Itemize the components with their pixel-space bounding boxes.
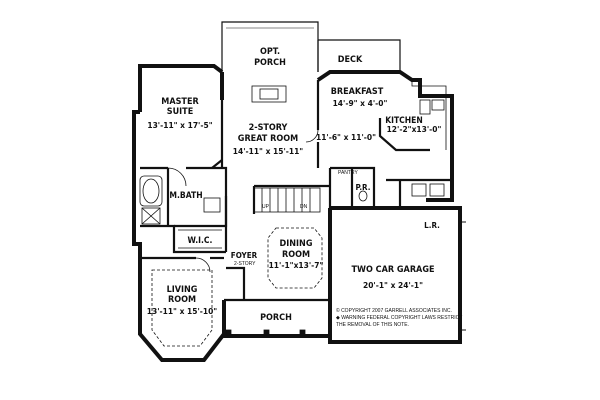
dining-room-label-2: ROOM bbox=[282, 250, 310, 260]
great-room-dims: 14'-11" x 15'-11" bbox=[233, 147, 304, 156]
wic-label: W.I.C. bbox=[188, 236, 213, 246]
master-suite-label-2: SUITE bbox=[167, 107, 193, 117]
nook-dims: 11'-6" x 11'-0" bbox=[316, 133, 376, 142]
garage-door bbox=[460, 221, 466, 331]
master-suite-label-1: MASTER bbox=[161, 97, 199, 107]
copyright-note: © COPYRIGHT 2007 GARRELL ASSOCIATES INC.… bbox=[336, 307, 462, 328]
garage-label: TWO CAR GARAGE bbox=[351, 265, 434, 275]
room-labels: OPT. PORCH DECK BREAKFAST 14'-9" x 4'-0"… bbox=[147, 47, 442, 323]
master-bath-label: M.BATH bbox=[169, 191, 202, 201]
garage-dims: 20'-1" x 24'-1" bbox=[363, 281, 423, 290]
stair-down-label: DN bbox=[300, 204, 308, 210]
powder-room-label: P.R. bbox=[356, 183, 371, 192]
copyright-line-1: © COPYRIGHT 2007 GARRELL ASSOCIATES INC. bbox=[336, 307, 452, 314]
living-room-label-1: LIVING bbox=[167, 285, 198, 295]
breakfast-label: BREAKFAST bbox=[331, 87, 384, 97]
deck-outline bbox=[317, 39, 401, 72]
stair-up-label: UP bbox=[262, 204, 270, 210]
kitchen-dims: 12'-2"x13'-0" bbox=[387, 125, 442, 134]
porch-label: PORCH bbox=[260, 313, 292, 323]
living-room-label-2: ROOM bbox=[168, 295, 196, 305]
great-room-label-1: 2-STORY bbox=[249, 123, 288, 133]
laundry-room-label: L.R. bbox=[424, 221, 440, 230]
opt-porch-label-1: OPT. bbox=[260, 47, 280, 57]
foyer-label-1: FOYER bbox=[231, 251, 258, 260]
kitchen-label: KITCHEN bbox=[385, 116, 423, 126]
dining-room-dims: 11'-1"x13'-7" bbox=[269, 261, 324, 270]
pantry-label: PANTRY bbox=[338, 170, 358, 176]
master-suite-dims: 13'-11" x 17'-5" bbox=[147, 121, 212, 130]
deck-label: DECK bbox=[338, 55, 363, 65]
opt-porch-label-2: PORCH bbox=[254, 58, 286, 68]
fixtures bbox=[139, 80, 447, 347]
living-room-dims: 13'-11" x 15'-10" bbox=[147, 307, 218, 316]
copyright-line-2: ◆ WARNING FEDERAL COPYRIGHT LAWS RESTRIC… bbox=[336, 315, 462, 321]
dining-room-label-1: DINING bbox=[280, 239, 313, 249]
foyer-label-2: 2-STORY bbox=[234, 261, 256, 267]
breakfast-dims: 14'-9" x 4'-0" bbox=[333, 99, 388, 108]
great-room-label-2: GREAT ROOM bbox=[238, 134, 298, 144]
copyright-line-3: THE REMOVAL OF THIS NOTE. bbox=[336, 322, 409, 328]
